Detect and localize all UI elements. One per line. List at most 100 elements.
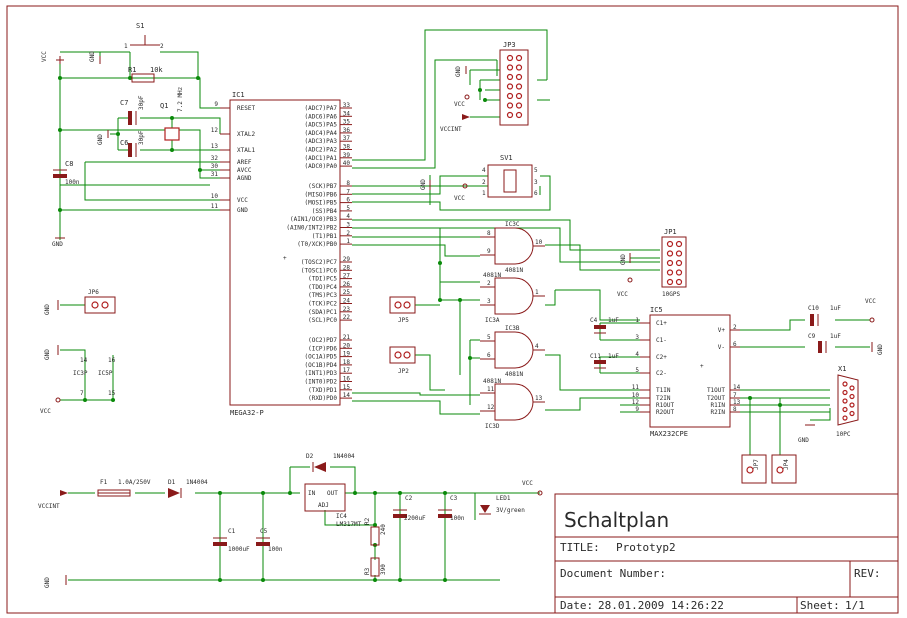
ic1-pin-number: 15 [343,384,351,391]
c11-value: 1uF [608,353,619,360]
ic5-pin-number: 8 [733,406,737,413]
svg-text:4: 4 [482,167,486,174]
ic1-pin-label: (MOSI)PB5 [304,200,337,207]
c3-label: C3 [450,495,458,502]
c9-value: 1uF [830,333,841,340]
vcc-label: VCC [41,51,48,62]
ic1-pin-label: (T1)PB1 [312,233,338,240]
ic1-pin-label: (SCL)PC0 [308,317,337,324]
ic5-power: IC5P 16 15 [98,357,116,397]
ic1-pin-number: 11 [211,203,219,210]
svg-text:ADJ: ADJ [318,502,329,509]
svg-text:+: + [283,255,287,262]
ic5-pin-label: C2- [656,370,667,377]
capacitor-c7: C7 30pF [120,95,145,125]
c11-label: C11 [590,353,601,360]
sheet-value: 1/1 [845,599,865,612]
d1-value: 1N4004 [186,479,208,486]
capacitor-c11: C11 1uF [590,353,619,369]
ic1-pin-label: (ADC3)PA3 [304,138,337,145]
svg-text:3: 3 [534,179,538,186]
ic5-pin-label: R2OUT [656,409,674,416]
svg-text:6: 6 [534,190,538,197]
ic1-pin-number: 27 [343,273,351,280]
capacitor-c10: C10 1uF [808,305,841,326]
ic5-pin-number: 1 [635,317,639,324]
d2-label: D2 [306,453,314,460]
jp2-label: JP2 [398,368,409,375]
ic1-pin-number: 13 [211,143,219,150]
svg-text:7: 7 [80,390,84,397]
diode-d1: D1 1N4004 [168,479,208,498]
vcc-label: VCC [617,291,628,298]
ic1-pin-number: 8 [346,180,350,187]
svg-text:14: 14 [80,357,88,364]
ic1-pin-number: 19 [343,351,351,358]
svg-text:10: 10 [535,239,543,246]
ic1-pin-number: 32 [211,155,219,162]
jp6-connector: JP6 [84,289,116,314]
led1-label: LED1 [496,495,511,502]
capacitor-c2: C2 2200uF [393,495,426,522]
ic1-pin-label: (RXD)PD0 [308,395,337,402]
svg-text:9: 9 [487,248,491,255]
r3-value: 390 [380,564,387,575]
c6-label: C6 [120,139,128,147]
ic1-left-pins: 9RESET12XTAL213XTAL132AREF30AVCC31AGND10… [211,101,256,214]
ic5-pin-label: R2IN [711,409,726,416]
gate-part: 4081N [483,378,501,385]
ic1-pin-label: XTAL2 [237,131,255,138]
ic1-pin-label: (ADC4)PA4 [304,130,337,137]
svg-text:1: 1 [482,190,486,197]
ic1-pin-label: (ADC7)PA7 [304,105,337,112]
ic1-pin-label: (MISO)PB6 [304,191,337,198]
ic5-pin-number: 9 [635,406,639,413]
capacitor-c4: C4 1uF [590,317,619,334]
resistor-r1: R1 10k [128,66,163,83]
ic5-pin-number: 12 [632,399,640,406]
gate-part: 4081N [505,371,523,378]
jp5-label: JP5 [398,317,409,324]
title-block: Schaltplan TITLE: Prototyp2 Document Num… [554,493,899,614]
ic1-pin-label: (INT1)PD3 [304,370,337,377]
ic1-pin-label: (TMS)PC3 [308,292,337,299]
svg-text:3: 3 [487,298,491,305]
svg-text:5: 5 [487,334,491,341]
f1-label: F1 [100,479,108,486]
c7-value: 30pF [138,95,145,110]
jp5-connector: JP5 [389,296,416,324]
ic4-label: IC4 [336,513,347,520]
resistor-r3: R3 390 [364,557,387,577]
vccint-label: VCCINT [38,503,60,510]
capacitor-c3: C3 100n [438,495,465,522]
svg-text:8: 8 [487,230,491,237]
jp4-label: JP4 [783,459,790,470]
ic1-pin-number: 6 [346,197,350,204]
svg-text:4: 4 [535,343,539,350]
gnd-label: GND [44,304,51,315]
c8-value: 100n [65,179,80,186]
ic5-pin-number: 2 [733,324,737,331]
ic1-pin-number: 25 [343,289,351,296]
ic1-pin-number: 36 [343,127,351,134]
c10-label: C10 [808,305,819,312]
regulator-ic4: IN OUT ADJ IC4 LM317MT [304,483,362,528]
ic1-pin-number: 22 [343,314,351,321]
vcc-label: VCC [865,298,876,305]
ic1-pin-label: GND [237,207,248,214]
diode-d2: D2 1N4004 [306,453,355,472]
r1-label: R1 [128,66,136,74]
ic1-pin-number: 37 [343,135,351,142]
ic1-pin-label: (OC1B)PD4 [304,362,337,369]
jp7-label: JP7 [753,459,760,470]
svg-text:5: 5 [534,167,538,174]
sheet-frame [6,5,899,614]
title-value: Prototyp2 [616,541,676,554]
svg-text:16: 16 [108,357,116,364]
ic1-pin-label: (ADC1)PA1 [304,155,337,162]
